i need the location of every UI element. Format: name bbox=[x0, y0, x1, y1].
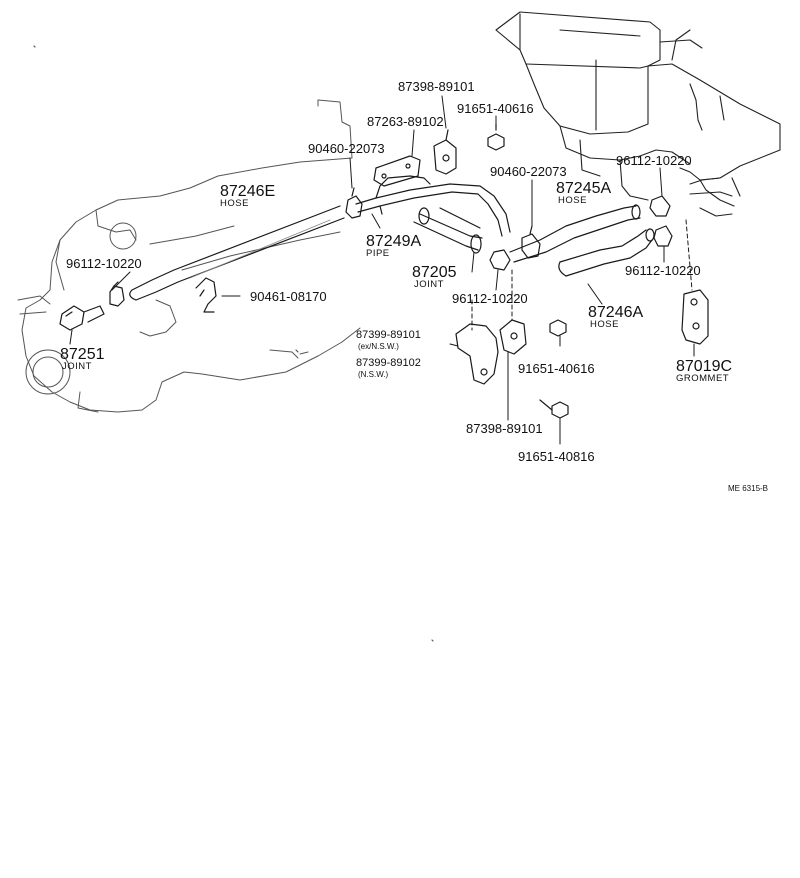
label-87246A: 87246A bbox=[588, 304, 644, 321]
pipe-87249A bbox=[355, 175, 511, 237]
bracket-87398-top bbox=[433, 129, 457, 175]
hose-87245A bbox=[509, 204, 641, 263]
label-90460-22073-left: 90460-22073 bbox=[308, 141, 385, 156]
bracket-87263 bbox=[373, 155, 421, 187]
joint-87251 bbox=[59, 305, 105, 331]
heater-unit-outline bbox=[495, 11, 781, 217]
label-87263-89102: 87263-89102 bbox=[367, 114, 444, 129]
label-87399-89101-sub: (ex/N.S.W.) bbox=[358, 342, 399, 351]
label-96112-10220-right: 96112-10220 bbox=[625, 263, 701, 278]
label-87249A: 87249A bbox=[366, 233, 422, 250]
label-87246E: 87246E bbox=[220, 183, 276, 200]
clamp-center bbox=[489, 249, 511, 271]
label-87205: 87205 bbox=[412, 264, 457, 281]
bolt-91651-top bbox=[487, 123, 505, 151]
hose-87246A bbox=[558, 228, 655, 277]
bracket-87399 bbox=[455, 323, 499, 385]
label-91651-40616-mid: 91651-40616 bbox=[518, 361, 595, 376]
label-87246A-sub: HOSE bbox=[590, 319, 619, 330]
label-91651-40816: 91651-40816 bbox=[518, 449, 595, 464]
label-96112-10220-topright: 96112-10220 bbox=[616, 153, 692, 168]
leader-lines bbox=[69, 95, 695, 445]
label-87205-sub: JOINT bbox=[414, 279, 444, 290]
label-87019C-sub: GROMMET bbox=[676, 373, 730, 384]
label-96112-10220-left: 96112-10220 bbox=[66, 256, 142, 271]
bolt-91651-bottom bbox=[539, 399, 569, 419]
label-87245A: 87245A bbox=[556, 180, 612, 197]
label-87399-89102-sub: (N.S.W.) bbox=[358, 370, 389, 379]
label-90460-22073-right: 90460-22073 bbox=[490, 164, 567, 179]
label-87249A-sub: PIPE bbox=[366, 248, 390, 259]
reference-code: ME 6315-B bbox=[728, 484, 769, 493]
clamp-left bbox=[109, 281, 125, 307]
label-87246E-sub: HOSE bbox=[220, 198, 249, 209]
clamp-90460-left bbox=[345, 187, 363, 219]
clamp-90460-right bbox=[521, 225, 541, 259]
label-87245A-sub: HOSE bbox=[558, 195, 587, 206]
hose-87246E bbox=[129, 205, 345, 301]
label-96112-10220-center: 96112-10220 bbox=[452, 291, 528, 306]
label-91651-40616-top: 91651-40616 bbox=[457, 101, 534, 116]
label-87398-89101-top: 87398-89101 bbox=[398, 79, 475, 94]
label-87251: 87251 bbox=[60, 346, 105, 363]
clip-90461 bbox=[195, 277, 217, 313]
label-90461-08170: 90461-08170 bbox=[250, 289, 327, 304]
label-87399-89102: 87399-89102 bbox=[356, 357, 421, 369]
bracket-87398-bottom bbox=[499, 319, 527, 355]
label-87398-89101-bottom: 87398-89101 bbox=[466, 421, 543, 436]
grommet-87019C bbox=[681, 289, 709, 345]
label-87019C: 87019C bbox=[676, 358, 733, 375]
clamp-topright bbox=[649, 195, 671, 217]
clamp-right bbox=[653, 225, 673, 247]
label-87399-89101: 87399-89101 bbox=[356, 329, 421, 341]
joint-87205 bbox=[413, 207, 483, 254]
specks bbox=[33, 45, 434, 642]
bolt-91651-mid bbox=[549, 319, 567, 337]
label-87251-sub: JOINT bbox=[62, 361, 92, 372]
